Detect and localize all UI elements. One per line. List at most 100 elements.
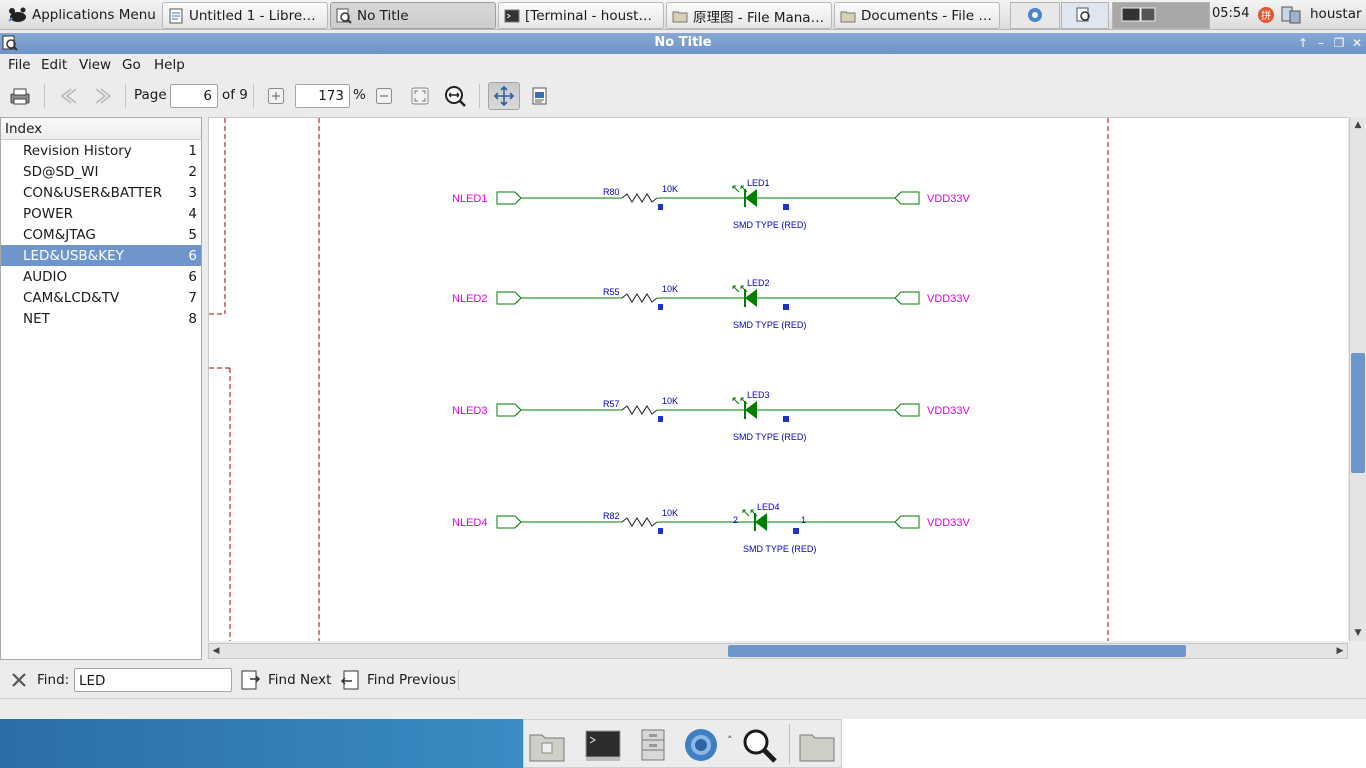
horizontal-scroll-thumb[interactable] [728, 645, 1186, 657]
find-bar: Find: LED Find Next Find Previous [0, 664, 1366, 696]
scroll-down-icon[interactable]: ▼ [1354, 628, 1362, 638]
minimize-icon[interactable]: – [1318, 36, 1324, 50]
task-terminal[interactable]: [Terminal - houstar... [498, 2, 664, 29]
terminal-icon[interactable] [584, 727, 622, 763]
home-folder-icon[interactable] [528, 727, 566, 763]
forward-button[interactable] [89, 82, 119, 110]
led-light-arrows-icon [742, 509, 758, 517]
menubar: File Edit View Go Help [0, 54, 1366, 75]
menu-go[interactable]: Go [122, 57, 141, 73]
scroll-up-icon[interactable]: ▲ [1354, 120, 1362, 130]
pager-workspace-3[interactable] [1112, 2, 1210, 29]
zoom-out-button[interactable] [369, 82, 399, 110]
vertical-scroll-thumb[interactable] [1351, 353, 1365, 473]
close-icon[interactable]: ✕ [1351, 36, 1363, 50]
scroll-right-icon[interactable]: ▶ [1336, 646, 1344, 656]
dock: ˄ [523, 719, 842, 768]
magnifier-fit-icon [445, 86, 466, 107]
search-icon[interactable] [740, 727, 778, 763]
applications-menu-button[interactable]: Applications Menu [4, 4, 160, 26]
menu-help[interactable]: Help [154, 57, 185, 73]
led-diode-symbol [745, 289, 757, 307]
folder-icon [672, 11, 688, 22]
page-count-label: of 9 [222, 87, 248, 103]
net-label: NLED1 [452, 193, 487, 205]
horizontal-scrollbar[interactable]: ◀ ▶ [208, 643, 1348, 659]
zoom-in-button[interactable] [261, 82, 291, 110]
task-no-title[interactable]: No Title [330, 2, 496, 29]
pager-workspace-1[interactable] [1010, 2, 1060, 29]
menu-edit[interactable]: Edit [41, 57, 68, 73]
window-titlebar[interactable]: No Title ↑ – ❐ ✕ [0, 33, 1366, 54]
resistor-value: 10K [662, 396, 678, 406]
led-diode-symbol [745, 189, 757, 207]
led-ref: LED4 [757, 502, 780, 512]
pin-marker [783, 204, 789, 210]
shade-icon[interactable]: ↑ [1297, 36, 1309, 50]
zoom-fit-width-button[interactable] [440, 82, 470, 110]
svg-text:拼: 拼 [1261, 9, 1271, 22]
port-left-symbol [496, 291, 522, 305]
vertical-scrollbar[interactable]: ▲ ▼ [1349, 117, 1366, 641]
find-next-button[interactable]: Find Next [240, 668, 331, 692]
print-button[interactable] [5, 82, 35, 110]
scroll-left-icon[interactable]: ◀ [212, 646, 220, 656]
task-file-manager-schematic[interactable]: 原理图 - File Manager [666, 2, 832, 29]
folder-icon [840, 11, 856, 22]
pin-number: 1 [801, 515, 806, 525]
index-item-page: 7 [188, 290, 197, 306]
file-cabinet-icon[interactable] [634, 727, 672, 763]
find-previous-button[interactable]: Find Previous [339, 668, 456, 692]
index-item-page: 1 [188, 143, 197, 159]
back-arrow-icon [60, 88, 77, 104]
chevron-up-icon[interactable]: ˄ [727, 734, 733, 747]
viewer-icon [2, 35, 18, 51]
port-left-symbol [496, 515, 522, 529]
back-button[interactable] [53, 82, 83, 110]
user-name[interactable]: houstar [1310, 6, 1362, 22]
toolbar-separator [479, 84, 480, 108]
zoom-input[interactable]: 173 [295, 84, 350, 108]
pan-mode-button[interactable] [488, 82, 520, 110]
folder-icon[interactable] [798, 727, 836, 763]
task-file-manager-documents[interactable]: Documents - File M... [834, 2, 1000, 29]
pager-workspace-2[interactable] [1061, 2, 1109, 29]
menu-file[interactable]: File [8, 57, 31, 73]
task-label: Documents - File M... [861, 7, 994, 24]
maximize-icon[interactable]: ❐ [1333, 36, 1345, 50]
resistor-value: 10K [662, 184, 678, 194]
menu-view[interactable]: View [79, 57, 112, 73]
text-select-icon [532, 87, 547, 105]
find-input[interactable]: LED [74, 668, 232, 692]
close-icon[interactable] [11, 672, 27, 688]
select-text-button[interactable] [525, 82, 555, 110]
index-item-page: 2 [188, 164, 197, 180]
task-libreoffice[interactable]: Untitled 1 - LibreO... [162, 2, 328, 29]
resistor-symbol [621, 193, 658, 203]
clock[interactable]: 05:54 [1212, 6, 1250, 21]
index-item-label: AUDIO [23, 269, 68, 285]
input-method-icon[interactable]: 拼 [1256, 6, 1276, 24]
chromium-icon[interactable] [682, 727, 720, 763]
page-label: Page [134, 87, 167, 103]
zoom-fit-page-button[interactable] [405, 82, 435, 110]
port-right-symbol [894, 291, 920, 305]
network-icon[interactable] [1280, 5, 1302, 25]
page-number-input[interactable]: 6 [170, 84, 218, 108]
task-label: [Terminal - houstar... [525, 7, 658, 24]
resistor-ref: R80 [603, 187, 620, 197]
supply-label: VDD33V [927, 405, 970, 417]
